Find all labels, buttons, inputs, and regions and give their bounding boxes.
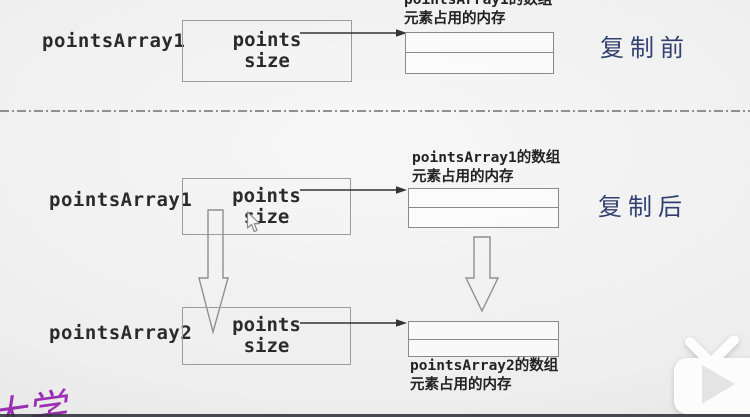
channel-watermark: 大学 — [0, 385, 70, 417]
stage-label-after: 复制后 — [598, 193, 688, 221]
struct-box-array2: points size — [182, 307, 351, 365]
stage-label-before: 复制前 — [600, 34, 690, 62]
memory-label-array2: pointsArray2的数组 元素占用的内存 — [410, 358, 559, 393]
memory-row-divider — [409, 207, 558, 208]
video-frame-edge — [0, 414, 750, 417]
play-triangle-icon — [702, 365, 735, 404]
struct-field-size: size — [244, 50, 290, 72]
mouse-cursor-icon — [246, 211, 261, 233]
memory-label-before: pointsArray1的数组 元素占用的内存 — [404, 0, 553, 27]
copy-arrow-memory — [464, 236, 500, 313]
memory-label-array1: pointsArray1的数组 元素占用的内存 — [412, 150, 561, 185]
pointsarray2-label: pointsArray2 — [49, 322, 193, 344]
copy-arrow-struct — [198, 209, 229, 335]
pointer-arrow-array1 — [300, 186, 407, 194]
pointsarray1-label-before: pointsArray1 — [42, 30, 186, 52]
memory-box-array1 — [408, 188, 559, 228]
tv-play-icon[interactable] — [668, 336, 750, 417]
memory-box-array2 — [408, 321, 559, 357]
pointsarray1-label-after: pointsArray1 — [49, 189, 193, 211]
struct-field-points: points — [232, 184, 301, 207]
struct-field-points: points — [232, 314, 301, 336]
struct-field-size: size — [243, 335, 290, 357]
pointer-arrow-before — [300, 29, 407, 37]
struct-box-before: points size — [182, 20, 352, 82]
memory-row-divider — [409, 339, 558, 340]
pointer-arrow-array2 — [300, 319, 407, 327]
section-divider — [0, 110, 750, 112]
memory-box-before — [405, 32, 554, 74]
memory-row-divider — [406, 52, 553, 53]
struct-field-points: points — [232, 29, 302, 51]
